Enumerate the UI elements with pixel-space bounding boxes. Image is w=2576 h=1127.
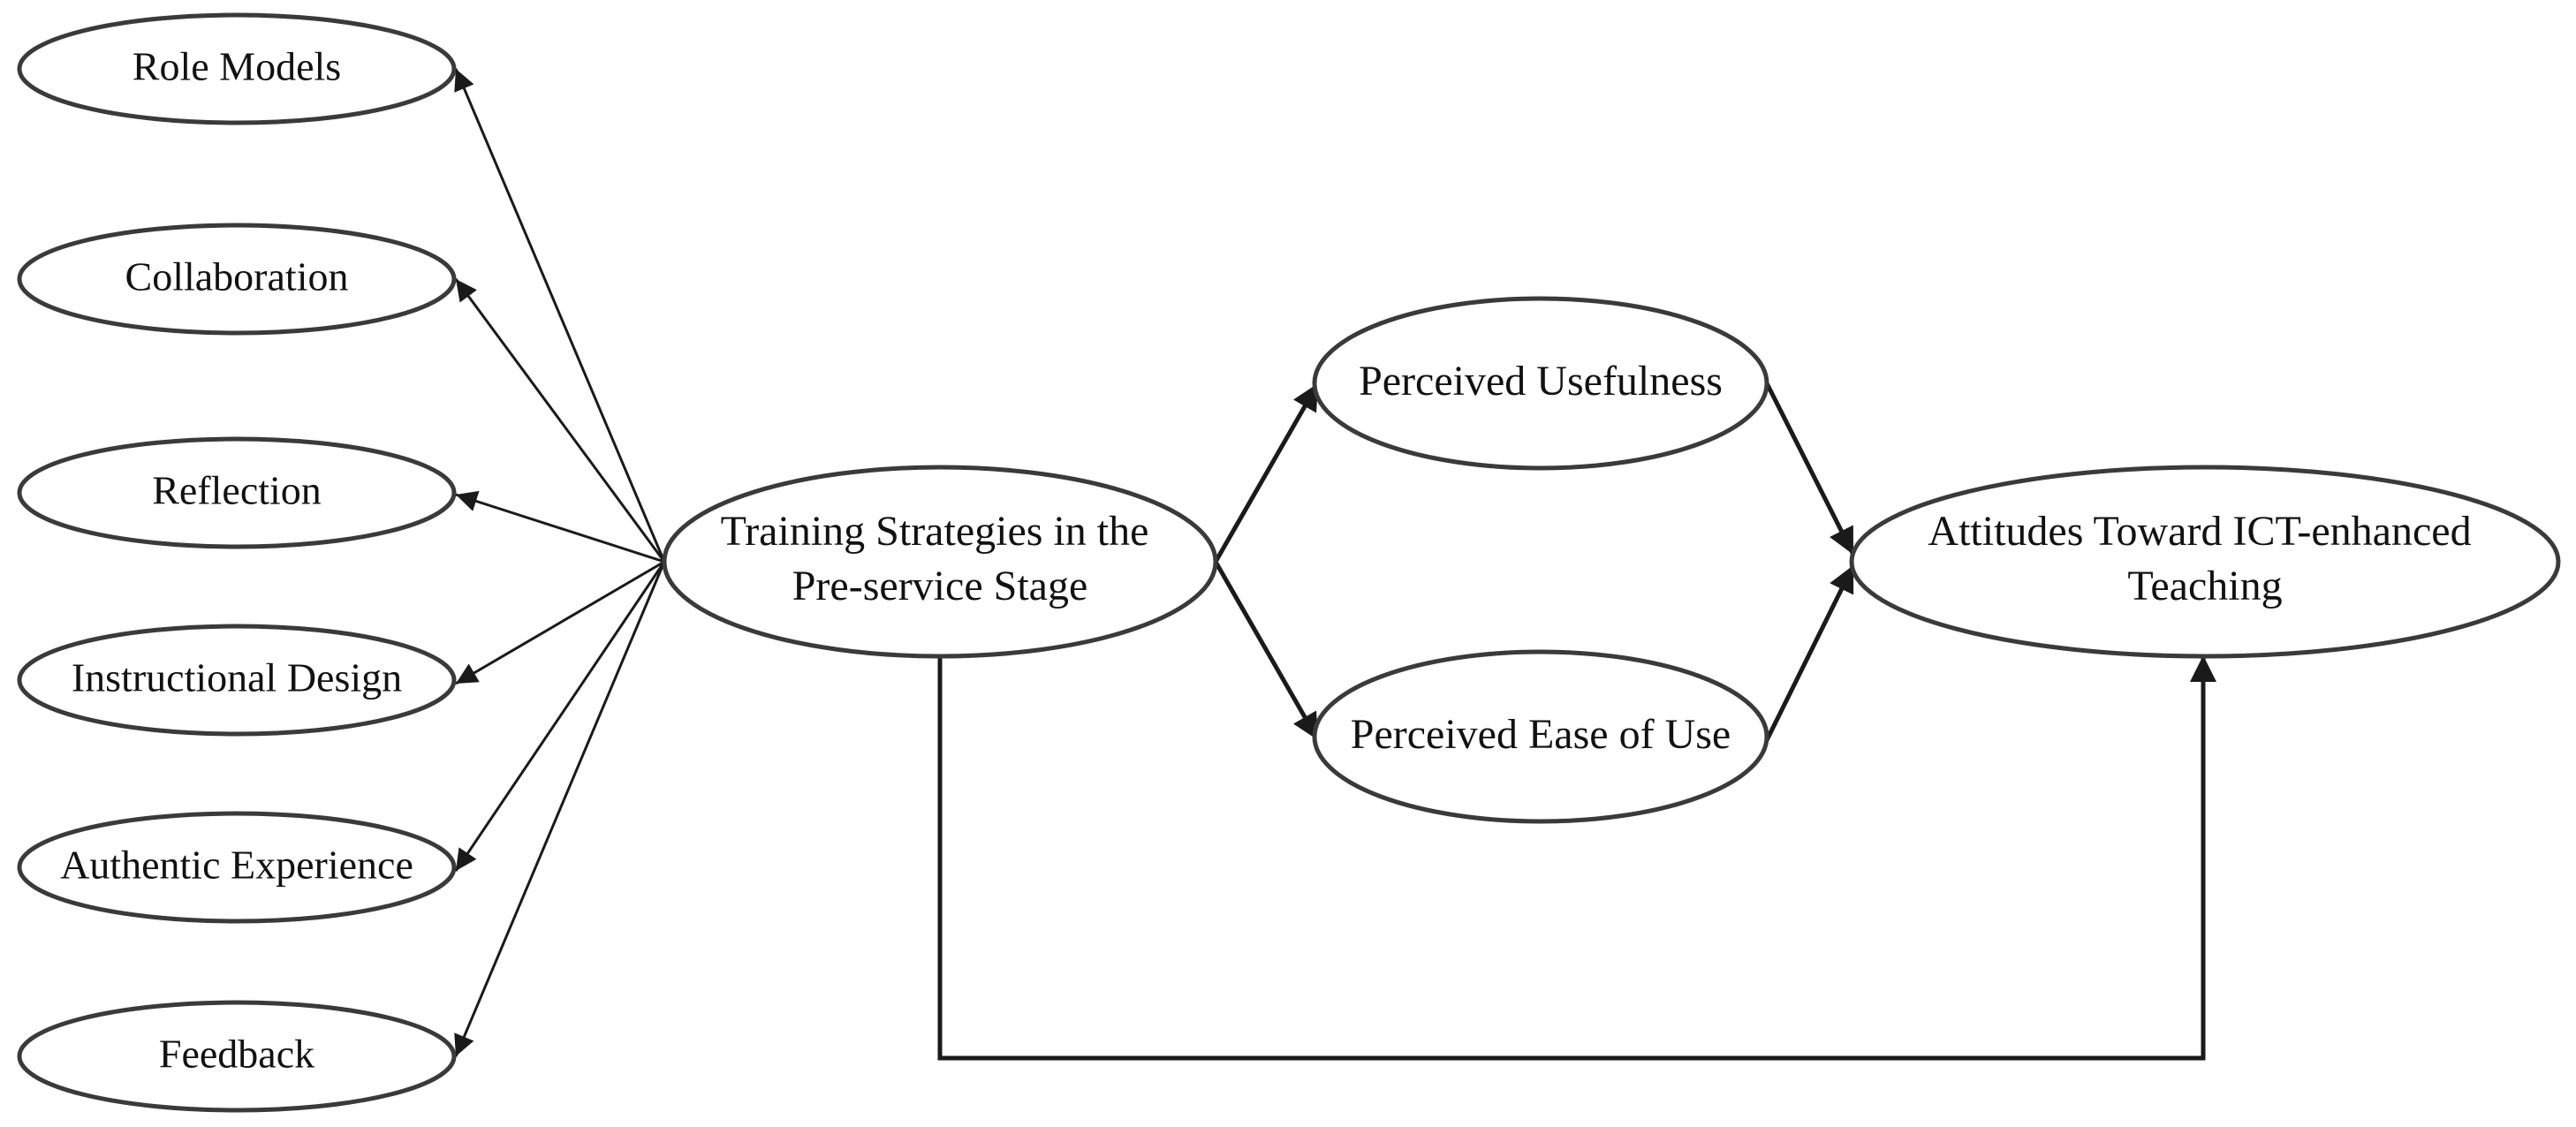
node-perceived-ease-of-use-label: Perceived Ease of Use — [1351, 711, 1731, 758]
edge-training-to-ease-of-use — [1213, 560, 1321, 742]
node-authentic-experience: Authentic Experience — [17, 811, 457, 924]
edge-training-to-authentic-experience — [454, 561, 666, 872]
node-collaboration: Collaboration — [17, 223, 457, 336]
edge-usefulness-to-attitudes — [1764, 382, 1856, 556]
edge-training-to-usefulness — [1213, 382, 1321, 564]
node-instructional-design-label: Instructional Design — [72, 655, 402, 700]
node-attitudes-line-2: Teaching — [2127, 563, 2282, 609]
edges — [454, 68, 2216, 1061]
node-feedback: Feedback — [17, 1000, 457, 1113]
node-collaboration-label: Collaboration — [125, 254, 349, 299]
edge-training-to-instructional-design — [455, 560, 665, 685]
node-attitudes: Attitudes Toward ICT-enhanced Teaching — [1849, 465, 2561, 659]
node-perceived-usefulness-label: Perceived Usefulness — [1359, 358, 1723, 405]
edge-training-to-collaboration — [454, 278, 666, 563]
edge-training-to-feedback — [454, 561, 666, 1057]
node-attitudes-line-1: Attitudes Toward ICT-enhanced — [1928, 508, 2471, 555]
node-reflection-label: Reflection — [152, 468, 322, 513]
node-attitudes-label: Attitudes Toward ICT-enhanced Teaching — [1928, 508, 2481, 609]
node-authentic-experience-label: Authentic Experience — [60, 843, 413, 888]
node-reflection: Reflection — [17, 436, 457, 549]
node-training-strategies-line-1: Training Strategies in the — [721, 508, 1149, 555]
node-role-models: Role Models — [17, 12, 457, 125]
node-training-strategies-line-2: Pre-service Stage — [792, 563, 1088, 609]
node-training-strategies: Training Strategies in the Pre-service S… — [662, 465, 1218, 659]
node-instructional-design: Instructional Design — [17, 624, 457, 737]
node-perceived-usefulness: Perceived Usefulness — [1312, 296, 1769, 471]
node-perceived-ease-of-use: Perceived Ease of Use — [1312, 649, 1769, 824]
edge-training-to-attitudes-direct — [937, 655, 2216, 1061]
node-feedback-label: Feedback — [159, 1032, 314, 1077]
edge-training-to-reflection — [455, 490, 665, 564]
node-role-models-label: Role Models — [133, 44, 341, 89]
node-training-strategies-label: Training Strategies in the Pre-service S… — [721, 508, 1160, 609]
edge-ease-of-use-to-attitudes — [1764, 564, 1856, 742]
edge-training-to-role-models — [454, 68, 666, 563]
